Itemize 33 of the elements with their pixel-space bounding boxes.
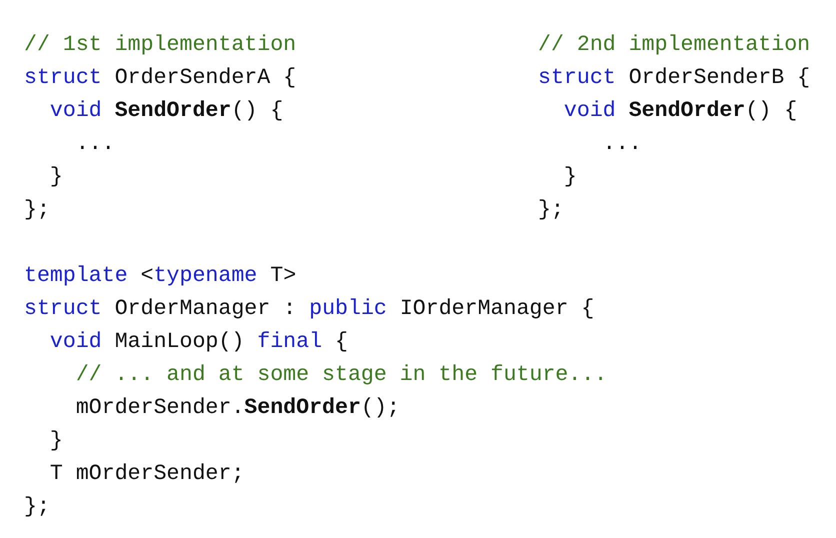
- code-text: };: [24, 200, 50, 222]
- code-keyword: void: [50, 332, 102, 354]
- code-comment: // ... and at some stage in the future...: [76, 365, 608, 387]
- code-keyword: final: [257, 332, 322, 354]
- code-comment: // 1st implementation: [24, 35, 296, 57]
- code-text: SendOrder() {: [114, 101, 284, 123]
- code-keyword: void: [50, 101, 102, 123]
- code-text: };: [24, 497, 50, 519]
- code-text: };: [538, 200, 564, 222]
- code-keyword: struct: [538, 68, 616, 90]
- code-text: mOrderSender.SendOrder();: [76, 398, 400, 420]
- code-keyword: struct: [24, 299, 102, 321]
- code-text: T mOrderSender;: [50, 464, 244, 486]
- code-text: IOrderManager {: [400, 299, 594, 321]
- code-text: SendOrder() {: [628, 101, 798, 123]
- code-text: OrderManager :: [114, 299, 296, 321]
- code-keyword: void: [564, 101, 616, 123]
- code-text: OrderSenderB {: [628, 68, 810, 90]
- code-text: ...: [76, 134, 115, 156]
- code-text: T>: [270, 266, 296, 288]
- code-text: MainLoop(): [114, 332, 244, 354]
- code-keyword: typename: [154, 266, 258, 288]
- code-text: ...: [602, 134, 642, 156]
- code-keyword: template: [24, 266, 128, 288]
- code-text: {: [335, 332, 348, 354]
- code-text: <: [140, 266, 154, 288]
- code-text: }: [50, 167, 63, 189]
- code-text: OrderSenderA {: [114, 68, 296, 90]
- code-keyword: struct: [24, 68, 102, 90]
- code-text: }: [50, 431, 63, 453]
- code-keyword: public: [309, 299, 387, 321]
- code-comment: // 2nd implementation: [538, 35, 810, 57]
- code-text: }: [564, 167, 577, 189]
